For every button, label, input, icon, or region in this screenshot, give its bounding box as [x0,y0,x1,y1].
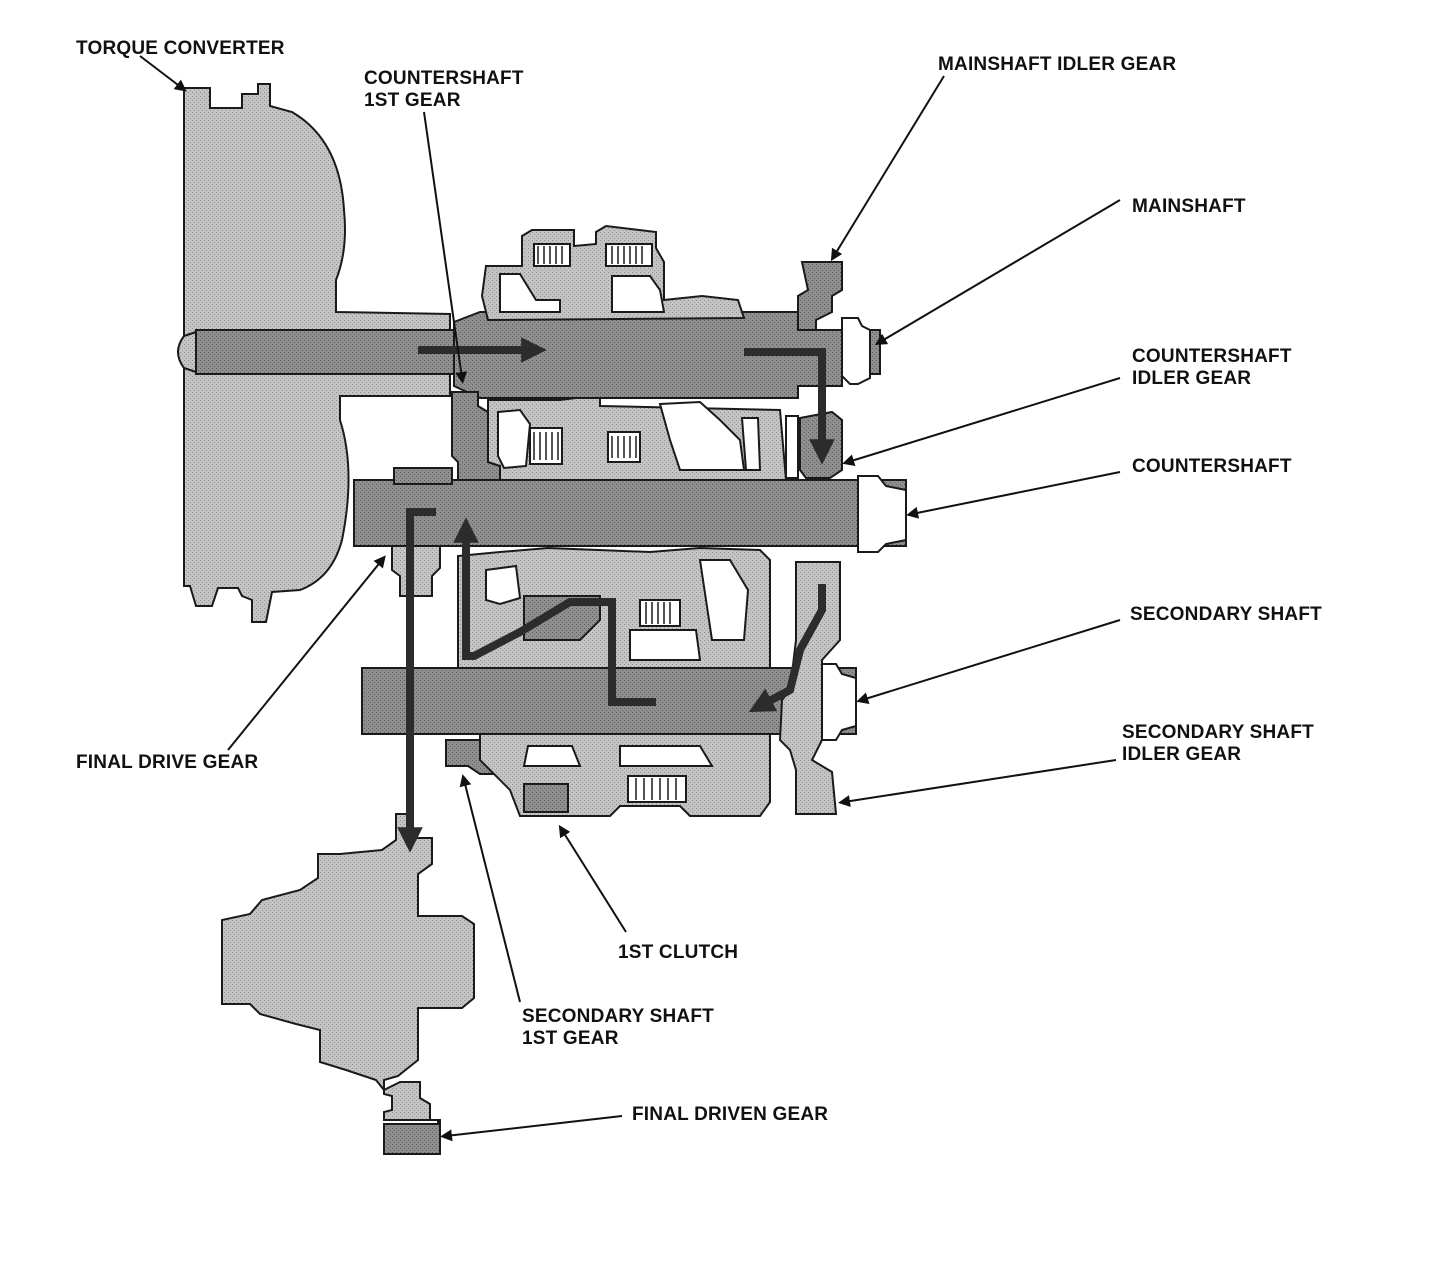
first-clutch-friction-disc [523,783,569,813]
final-driven-gear [383,1123,441,1155]
mainshaft-idler-gear [797,261,843,331]
flow-arrow-final-drive [397,508,436,853]
label-1st-clutch: 1ST CLUTCH [618,942,738,963]
final-drive-gear [391,545,441,597]
label-countershaft-1st-gear-line1: COUNTERSHAFT [364,68,524,89]
label-countershaft: COUNTERSHAFT [1132,456,1292,477]
labels: TORQUE CONVERTER COUNTERSHAFT 1ST GEAR M… [76,38,1322,1125]
mainshaft-clutch-friction-b [605,243,653,267]
mainshaft-clutch-friction-a [533,243,571,267]
countershaft-clutch-pack [487,397,788,481]
label-countershaft-idler-gear-line1: COUNTERSHAFT [1132,346,1292,367]
label-mainshaft: MAINSHAFT [1132,196,1246,217]
leader-secondary-shaft [856,619,1121,704]
flow-arrow-secondary-to-1st-clutch [453,517,656,706]
leader-lines [139,55,1121,1142]
label-final-drive-gear: FINAL DRIVE GEAR [76,752,258,773]
leader-secondary-shaft-idler-gear [838,759,1117,808]
leader-countershaft-1st-gear [423,111,468,384]
flow-arrow-mainshaft-to-idler [744,348,835,465]
label-mainshaft-idler-gear: MAINSHAFT IDLER GEAR [938,54,1176,75]
leader-final-drive-gear [227,555,386,751]
secondary-shaft-end-bearing [817,663,857,741]
mainshaft-clutch-pack [480,224,746,322]
label-countershaft-idler-gear-line2: IDLER GEAR [1132,368,1251,389]
leader-countershaft-idler-gear [842,377,1121,466]
label-secondary-shaft: SECONDARY SHAFT [1130,604,1322,625]
leader-countershaft [906,471,1121,519]
power-flow-path [397,337,835,853]
label-secondary-shaft-1st-gear-line1: SECONDARY SHAFT [522,1006,714,1027]
leader-final-driven-gear [440,1115,623,1142]
leader-torque-converter [139,55,187,92]
leader-mainshaft [874,199,1121,346]
differential [221,813,475,1155]
label-secondary-shaft-idler-gear-line1: SECONDARY SHAFT [1122,722,1314,743]
label-countershaft-1st-gear-line2: 1ST GEAR [364,90,461,111]
countershaft-end-bearing [857,475,907,553]
label-secondary-shaft-1st-gear-line2: 1ST GEAR [522,1028,619,1049]
flow-arrow-secondary-idler-to-shaft [748,584,826,713]
label-secondary-shaft-idler-gear-line2: IDLER GEAR [1122,744,1241,765]
countershaft [353,467,907,547]
leader-mainshaft-idler-gear [830,75,945,262]
countershaft-idler-bearing [785,415,799,479]
mainshaft-end-bearing [841,317,871,385]
label-torque-converter: TORQUE CONVERTER [76,38,285,59]
leader-secondary-shaft-1st-gear [459,774,521,1003]
label-final-driven-gear: FINAL DRIVEN GEAR [632,1104,828,1125]
leader-1st-clutch [558,824,627,933]
first-clutch [479,733,771,817]
